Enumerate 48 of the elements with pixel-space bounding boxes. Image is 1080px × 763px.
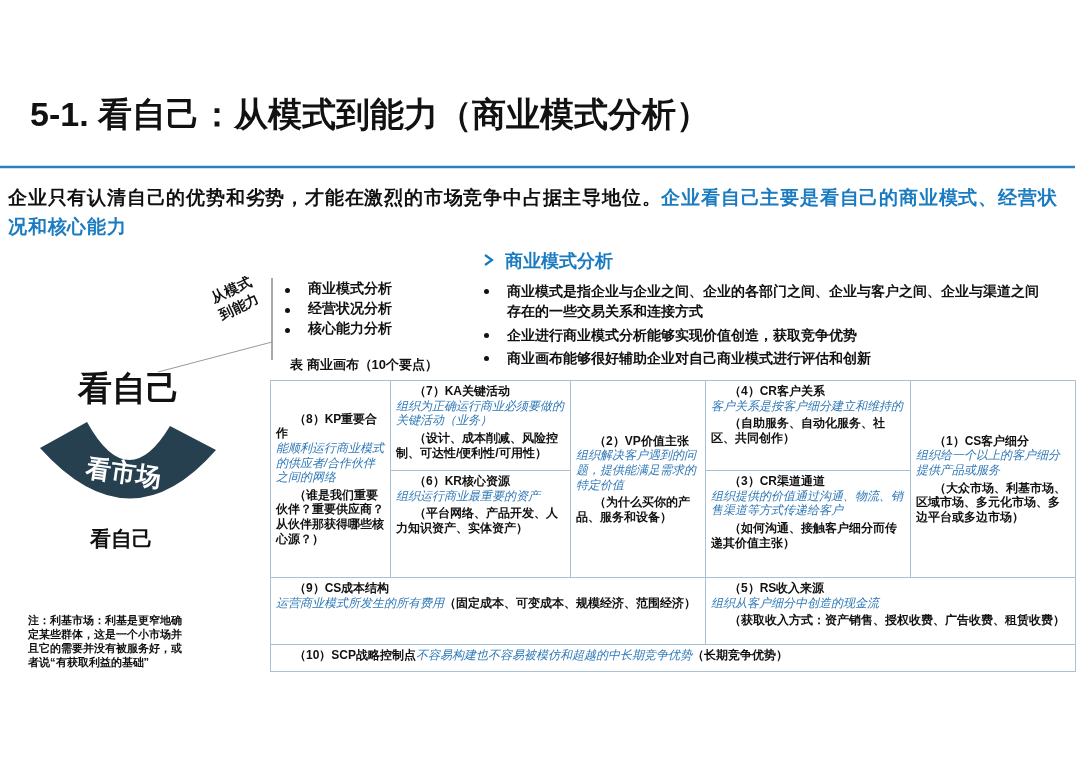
section-heading: 商业模式分析 bbox=[505, 250, 613, 273]
caption-text: 看自己 bbox=[90, 526, 153, 552]
cell-heading: （9）CS成本结构 bbox=[293, 581, 391, 596]
table-cell bbox=[910, 380, 1076, 578]
bullet-item: 企业进行商业模式分析能够实现价值创造，获取竞争优势 bbox=[507, 326, 858, 345]
table-cell bbox=[270, 644, 1076, 672]
table-caption: 表 商业画布（10个要点） bbox=[290, 356, 439, 374]
cell-detail: （获取收入方式：资产销售、授权收费、广告收费、租赁收费） bbox=[728, 613, 1066, 628]
heading-text: 看自己 bbox=[78, 368, 180, 409]
cell-detail: （大众市场、利基市场、区域市场、多元化市场、多边平台或多边市场） bbox=[916, 480, 1067, 525]
cell-description: 客户关系是按客户细分建立和维持的 bbox=[711, 398, 905, 414]
cell-heading: （5）RS收入来源 bbox=[728, 581, 826, 596]
cell-description: 不容易构建也不容易被模仿和超越的中长期竞争优势 bbox=[416, 648, 693, 662]
cell-detail: （长期竞争优势） bbox=[692, 648, 789, 662]
cell-detail: （自助服务、自动化服务、社区、共同创作） bbox=[711, 416, 886, 446]
cell-heading: （7）KA关键活动 bbox=[413, 384, 511, 399]
cell-description: 组织运行商业最重要的资产 bbox=[396, 488, 543, 504]
cell-heading: （4）CR客户关系 bbox=[728, 384, 826, 399]
cell-heading: （3）CR渠道通道 bbox=[728, 474, 826, 489]
cell-heading: （2）VP价值主张 bbox=[593, 433, 690, 449]
bullet-item: 经营状况分析 bbox=[308, 300, 392, 318]
cell-heading: （6）KR核心资源 bbox=[413, 474, 511, 489]
cell-description: 运营商业模式所发生的所有费用 bbox=[276, 595, 444, 610]
cell-detail: （平台网络、产品开发、人力知识资产、实体资产） bbox=[396, 506, 559, 536]
intro-text: 企业只有认清自己的优势和劣势，才能在激烈的市场竞争中占据主导地位。企业看自己主要是看自己的商业模式、经营状况和核心能力 bbox=[8, 186, 1059, 239]
cell-heading: （1）CS客户细分 bbox=[933, 433, 1031, 449]
bullet-item: 商业画布能够很好辅助企业对自己商业模式进行评估和创新 bbox=[507, 349, 872, 368]
cell-description: 组织从客户细分中创造的现金流 bbox=[711, 595, 881, 611]
cell-description: 组织解决客户遇到的问题，提供能满足需求的特定价值 bbox=[576, 448, 698, 493]
cell-detail: （固定成本、可变成本、规模经济、范围经济） bbox=[444, 595, 696, 610]
cell-detail: （为什么买你的产品、服务和设备） bbox=[576, 495, 691, 525]
cell-detail: （设计、成本削减、风险控制、可达性/便利性/可用性） bbox=[396, 430, 559, 461]
cell-description: 组织给一个以上的客户细分提供产品或服务 bbox=[916, 448, 1062, 478]
arc-label: 看市场 bbox=[84, 451, 163, 494]
title: 5-1. 看自己：从模式到能力（商业模式分析） bbox=[30, 94, 711, 135]
note-text: 注：利基市场：利基是更窄地确定某些群体，这是一个小市场并且它的需要并没有被服务好，或者说“有获取利益的基础” bbox=[28, 613, 183, 669]
cell-detail: （如何沟通、接触客户细分而传递其价值主张） bbox=[711, 520, 898, 551]
bullet-item: 商业模式分析 bbox=[308, 280, 392, 298]
cell-detail: （谁是我们重要伙伴？重要供应商？从伙伴那获得哪些核心源？） bbox=[276, 487, 385, 547]
cell-heading: （10）SCP战略控制点 bbox=[294, 648, 417, 662]
table-cell bbox=[270, 380, 391, 578]
cell-description: 能顺利运行商业模式的供应者/合作伙伴之间的网络 bbox=[276, 440, 385, 485]
rotated-label: 从模式到能力 bbox=[207, 272, 263, 325]
bullet-item: 核心能力分析 bbox=[308, 320, 392, 338]
cell-heading: （8）KP重要合作 bbox=[276, 411, 379, 441]
cell-description: 组织为正确运行商业必须要做的关键活动（业务） bbox=[396, 398, 565, 428]
bullet-item: 商业模式是指企业与企业之间、企业的各部门之间、企业与客户之间、企业与渠道之间存在的一些交易关系和连接方式 bbox=[507, 282, 1040, 321]
cell-description: 组织提供的价值通过沟通、物流、销售渠道等方式传递给客户 bbox=[711, 488, 905, 518]
